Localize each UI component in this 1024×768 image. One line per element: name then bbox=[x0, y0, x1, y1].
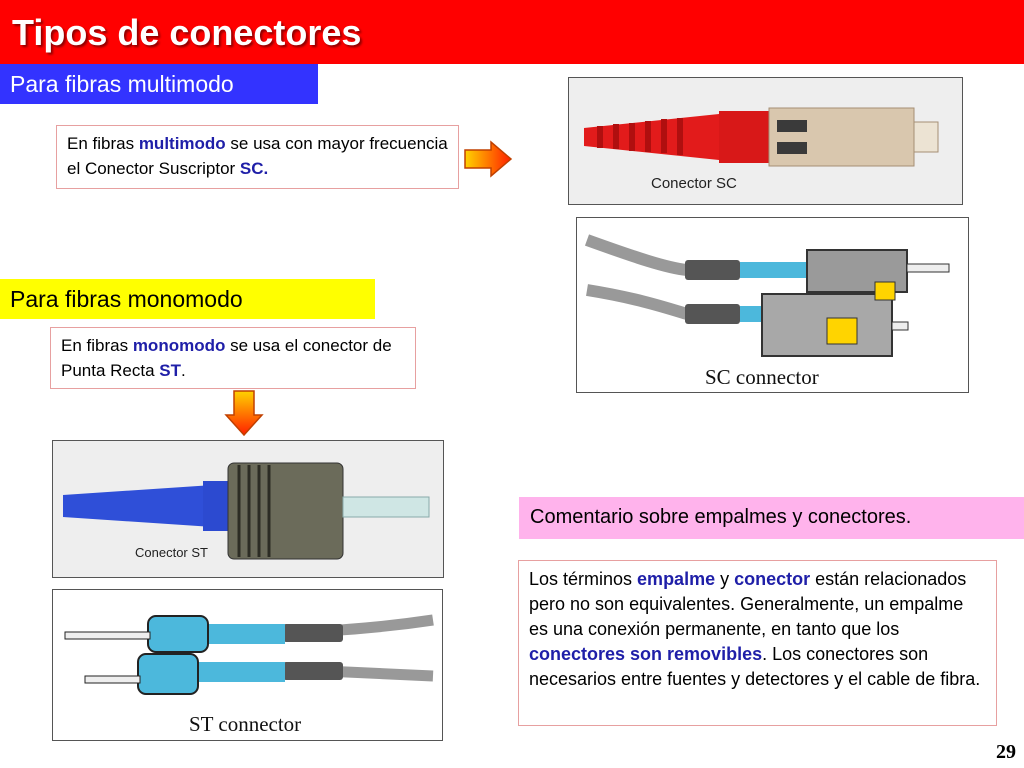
title-bar: Tipos de conectores bbox=[0, 0, 1024, 64]
sc-pair-photo: SC connector bbox=[576, 217, 969, 393]
st-connector-photo: Conector ST bbox=[52, 440, 444, 578]
st-pair-illustration: ST connector bbox=[64, 614, 434, 736]
st-keyword: ST bbox=[159, 361, 182, 380]
singlemode-text-3: . bbox=[181, 361, 186, 380]
comment-banner: Comentario sobre empalmes y conectores. bbox=[519, 497, 1024, 539]
sc-caption: Conector SC bbox=[651, 175, 737, 192]
sc-keyword: SC. bbox=[239, 159, 269, 178]
singlemode-description: En fibras monomodo se usa el conector de… bbox=[50, 327, 416, 389]
connector-keyword: conector bbox=[734, 569, 811, 589]
multimode-banner: Para fibras multimodo bbox=[0, 64, 318, 104]
multimode-text-2: se usa con mayor frecuencia el Conector … bbox=[67, 134, 448, 178]
st-connector-illustration: Conector ST bbox=[53, 441, 443, 577]
singlemode-text-1: En fibras bbox=[61, 336, 133, 355]
st-caption: Conector ST bbox=[135, 545, 208, 560]
right-arrow-icon bbox=[464, 140, 513, 178]
multimode-description: En fibras multimodo se usa con mayor fre… bbox=[56, 125, 459, 189]
splice-keyword: empalme bbox=[637, 569, 716, 589]
comment-text-2: y bbox=[715, 569, 735, 589]
sc-connector-photo: Conector SC bbox=[568, 77, 963, 205]
singlemode-banner: Para fibras monomodo bbox=[0, 279, 375, 319]
st-pair-caption: ST connector bbox=[189, 712, 301, 736]
singlemode-text-2: se usa el conector de Punta Recta bbox=[61, 336, 392, 380]
down-arrow-icon bbox=[224, 390, 264, 437]
sc-pair-illustration: SC connector bbox=[584, 234, 950, 389]
multimode-text-1: En fibras bbox=[67, 134, 139, 153]
singlemode-keyword: monomodo bbox=[132, 336, 226, 355]
comment-text-3: están relacionados pero no son equivalen… bbox=[529, 569, 967, 639]
sc-connector-illustration: Conector SC bbox=[569, 78, 962, 204]
removable-keyword: conectores son removibles bbox=[529, 644, 763, 664]
page-number: 29 bbox=[996, 741, 1016, 763]
st-pair-photo: ST connector bbox=[52, 589, 443, 741]
comment-text-1: Los términos bbox=[529, 569, 638, 589]
multimode-keyword: multimodo bbox=[138, 134, 226, 153]
sc-pair-caption: SC connector bbox=[705, 365, 819, 389]
slide-title: Tipos de conectores bbox=[12, 12, 362, 53]
comment-text-4: . Los conectores son necesarios entre fu… bbox=[529, 644, 981, 689]
comment-text: Los términos empalme y conector están re… bbox=[518, 560, 997, 726]
